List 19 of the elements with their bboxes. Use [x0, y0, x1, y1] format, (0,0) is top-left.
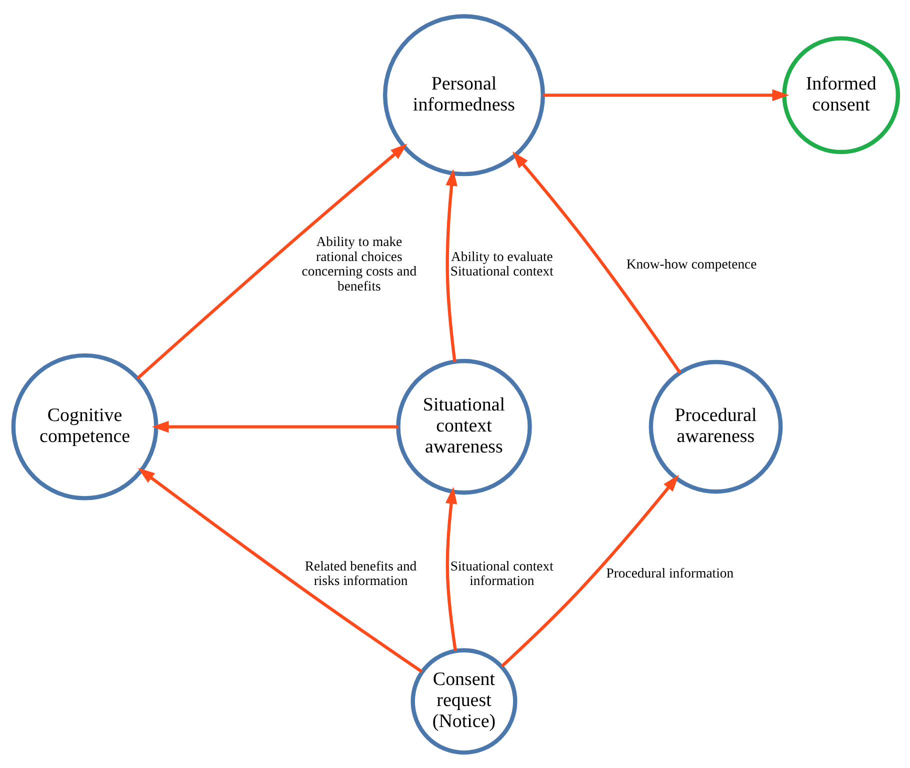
arrow — [136, 143, 407, 380]
edge-label: Know-how competence — [626, 256, 756, 271]
edge-label: Ability to make rational choices concerning costs and benefits — [301, 234, 416, 293]
node-circle: Informed consent — [782, 36, 900, 154]
arrow — [500, 474, 678, 667]
arrow — [137, 467, 422, 672]
node-circle: Cognitive competence — [10, 352, 158, 500]
edge-label: Related benefits and risks information — [304, 558, 416, 588]
node-circle: Situational context awareness — [396, 358, 532, 494]
edge-label: Ability to evaluate Situational context — [450, 248, 553, 278]
arrow — [512, 151, 681, 374]
arrow — [444, 486, 457, 650]
arrow — [542, 88, 789, 101]
edge-label: Procedural information — [606, 565, 734, 580]
arrow — [445, 168, 457, 362]
arrow — [151, 420, 398, 432]
edge-label: Situational context information — [450, 558, 553, 588]
node-circle: Consent request (Notice) — [410, 648, 517, 754]
node-circle: Personal informedness — [382, 14, 545, 176]
